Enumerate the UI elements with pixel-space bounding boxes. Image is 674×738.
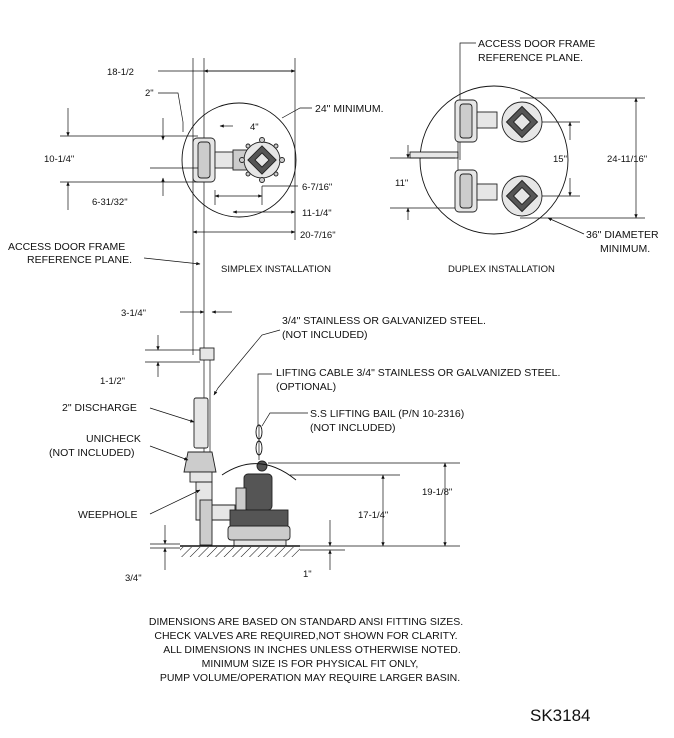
unicheck-label-line2: (NOT INCLUDED) — [49, 447, 135, 459]
dim-19-1-8: 19-1/8" — [422, 487, 452, 498]
dim-24-11-16: 24-11/16" — [607, 154, 647, 165]
duplex-plan-view: ACCESS DOOR FRAME REFERENCE PLANE. — [390, 38, 659, 275]
pipe-label-line2: (NOT INCLUDED) — [282, 329, 368, 341]
bail-label-line1: S.S LIFTING BAIL (P/N 10-2316) — [310, 408, 464, 420]
notes-block: DIMENSIONS ARE BASED ON STANDARD ANSI FI… — [149, 616, 463, 684]
dim-3-4: 3/4" — [125, 573, 142, 584]
duplex-diameter-line1: 36" DIAMETER — [586, 229, 659, 241]
bail-label-line2: (NOT INCLUDED) — [310, 422, 396, 434]
duplex-access-door-line2: REFERENCE PLANE. — [478, 52, 583, 64]
note-line: MINIMUM SIZE IS FOR PHYSICAL FIT ONLY, — [202, 658, 419, 670]
duplex-pump-2 — [454, 169, 543, 217]
dim-3-1-4: 3-1/4" — [121, 308, 146, 319]
drawing-number: SK3184 — [530, 706, 591, 725]
dim-6-7-16: 6-7/16" — [302, 182, 332, 193]
duplex-title: DUPLEX INSTALLATION — [448, 264, 555, 275]
dim-15: 15" — [553, 154, 567, 165]
duplex-access-door-line1: ACCESS DOOR FRAME — [478, 38, 595, 50]
dim-1-1-2: 1-1/2" — [100, 376, 125, 387]
elevation-pump — [227, 460, 291, 547]
weephole-label: WEEPHOLE — [78, 509, 138, 521]
pipe-label-line1: 3/4" STAINLESS OR GALVANIZED STEEL. — [282, 315, 486, 327]
simplex-plan-view: 18-1/2 2" 4" 24" MINIMUM. 10-1/4" 6-31/3… — [8, 58, 383, 355]
cable-label-line1: LIFTING CABLE 3/4" STAINLESS OR GALVANIZ… — [276, 367, 560, 379]
dim-17-1-4: 17-1/4" — [358, 510, 388, 521]
simplex-access-door-line2: REFERENCE PLANE. — [27, 254, 132, 266]
note-line: DIMENSIONS ARE BASED ON STANDARD ANSI FI… — [149, 616, 463, 628]
dim-2: 2" — [145, 88, 154, 99]
duplex-basin-circle — [419, 85, 569, 235]
simplex-basin-circle — [181, 102, 297, 218]
note-line: ALL DIMENSIONS IN INCHES UNLESS OTHERWIS… — [163, 644, 461, 656]
dim-11: 11" — [395, 178, 408, 189]
simplex-title: SIMPLEX INSTALLATION — [221, 264, 331, 275]
cable-label-line2: (OPTIONAL) — [276, 381, 336, 393]
note-line: CHECK VALVES ARE REQUIRED,NOT SHOWN FOR … — [154, 630, 457, 642]
unicheck-label-line1: UNICHECK — [86, 433, 141, 445]
dim-10-1-4: 10-1/4" — [44, 154, 74, 165]
duplex-diameter-line2: MINIMUM. — [600, 243, 650, 255]
elevation-view: 3/4" STAINLESS OR GALVANIZED STEEL. (NOT… — [49, 308, 560, 584]
dim-24-minimum: 24" MINIMUM. — [315, 103, 383, 115]
duplex-pump-1 — [454, 99, 543, 143]
dim-11-1-4: 11-1/4" — [302, 208, 332, 219]
simplex-pump-plan — [192, 137, 285, 183]
dim-4: 4" — [250, 122, 259, 133]
dim-20-7-16: 20-7/16" — [300, 230, 336, 241]
simplex-access-door-line1: ACCESS DOOR FRAME — [8, 241, 125, 253]
note-line: PUMP VOLUME/OPERATION MAY REQUIRE LARGER… — [160, 672, 460, 684]
dim-6-31-32: 6-31/32" — [92, 197, 128, 208]
dim-1: 1" — [303, 569, 312, 580]
discharge-label: 2" DISCHARGE — [62, 402, 137, 414]
dim-18-1-2: 18-1/2 — [107, 67, 134, 78]
